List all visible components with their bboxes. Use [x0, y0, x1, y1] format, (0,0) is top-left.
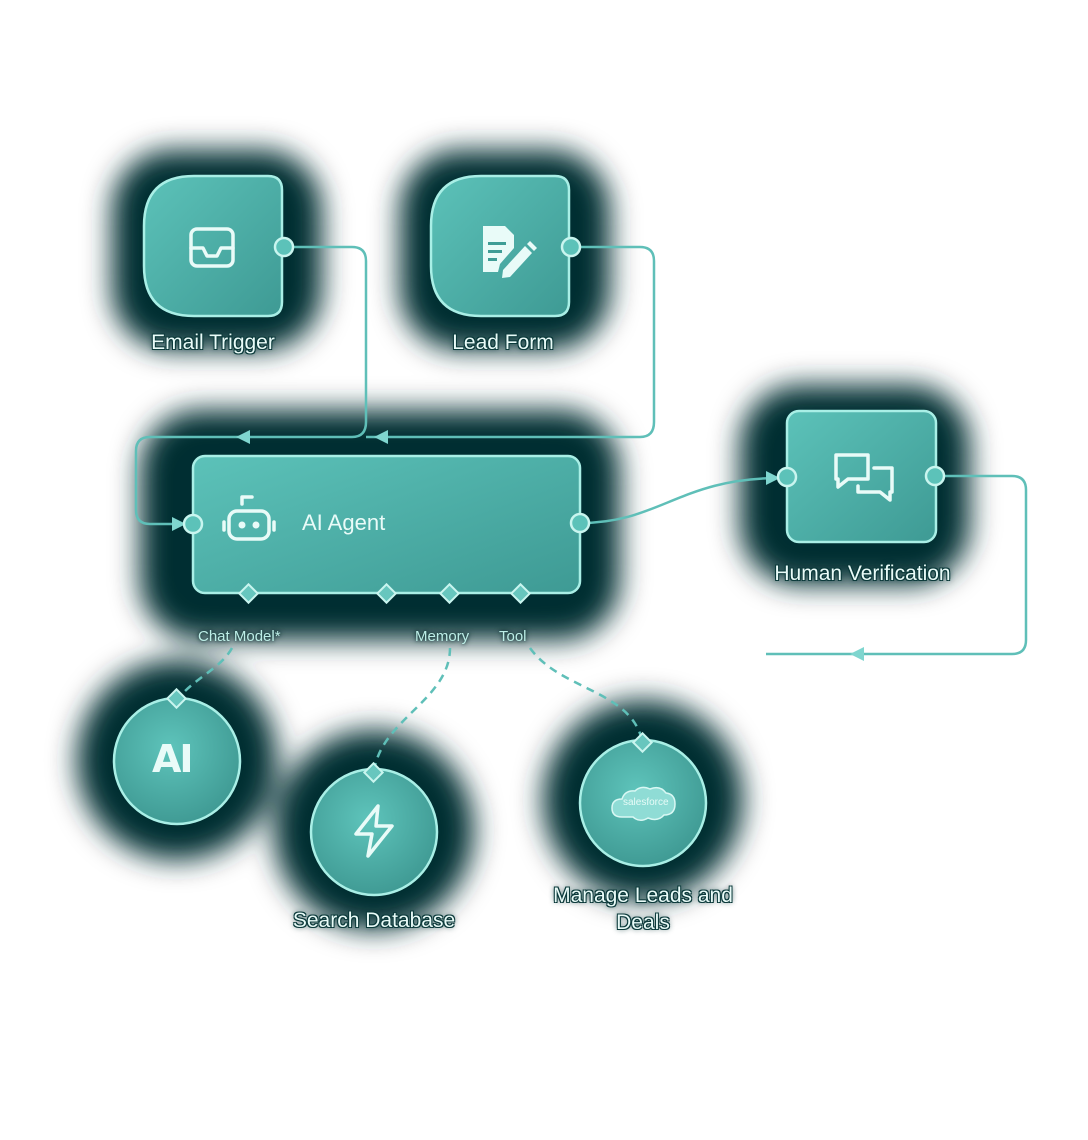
port-salesforce[interactable] [631, 731, 654, 754]
arrow-left-1 [236, 430, 250, 444]
salesforce-logo-icon [611, 786, 676, 821]
output-port-email[interactable] [273, 236, 295, 258]
edge-leadform-to-agent [366, 245, 656, 439]
email-trigger-label: Email Trigger [151, 331, 275, 354]
memory-port-label: Memory [415, 628, 470, 645]
agent-sub-ports [237, 582, 532, 605]
salesforce-logo-text: salesforce [623, 797, 669, 808]
port-anthropic[interactable] [165, 687, 188, 710]
arrowheads [172, 430, 864, 661]
arrow-right-agent [172, 517, 186, 531]
manage-leads-label-line2: Deals [616, 911, 670, 934]
port-memory-a[interactable] [375, 582, 398, 605]
node-human-verification[interactable] [776, 409, 946, 544]
input-port-agent[interactable] [182, 513, 204, 535]
output-port-verification[interactable] [924, 465, 946, 487]
chat-bubbles-icon [834, 453, 894, 502]
node-search-database[interactable] [309, 761, 439, 897]
ai-agent-label: AI Agent [302, 510, 386, 535]
port-memory-b[interactable] [438, 582, 461, 605]
search-database-label: Search Database [292, 909, 456, 932]
tool-port-label: Tool [499, 628, 527, 645]
port-database[interactable] [362, 761, 385, 784]
robot-eye-left [238, 521, 246, 529]
lead-form-label: Lead Form [452, 331, 554, 354]
node-email-trigger[interactable] [142, 174, 295, 318]
node-lead-form[interactable] [429, 174, 582, 318]
inbox-icon [189, 227, 235, 268]
anthropic-logo-icon: AI [152, 737, 194, 781]
form-edit-icon [483, 226, 537, 278]
arrow-left-out [850, 647, 864, 661]
edge-verification-out [766, 474, 1028, 656]
robot-eye-right [252, 521, 260, 529]
output-port-agent[interactable] [569, 512, 591, 534]
edge-tool-to-salesforce [528, 647, 644, 741]
lightning-icon [354, 804, 394, 858]
chat-model-port-label: Chat Model* [198, 628, 281, 645]
manage-leads-label: Manage Leads and [553, 884, 733, 907]
edge-email-to-agent [134, 245, 368, 526]
node-anthropic[interactable] [112, 687, 242, 826]
port-tool[interactable] [509, 582, 532, 605]
node-ai-agent[interactable] [182, 454, 591, 605]
input-port-verification[interactable] [776, 466, 798, 488]
port-chat-model[interactable] [237, 582, 260, 605]
output-port-leadform[interactable] [560, 236, 582, 258]
robot-icon [222, 495, 276, 541]
arrow-right-verification [766, 471, 780, 485]
connectors [134, 245, 1028, 656]
arrow-left-2 [374, 430, 388, 444]
node-manage-leads[interactable] [578, 731, 708, 868]
human-verification-label: Human Verification [774, 562, 951, 585]
edge-memory-to-database [372, 647, 452, 773]
edge-agent-to-verification [579, 476, 781, 525]
